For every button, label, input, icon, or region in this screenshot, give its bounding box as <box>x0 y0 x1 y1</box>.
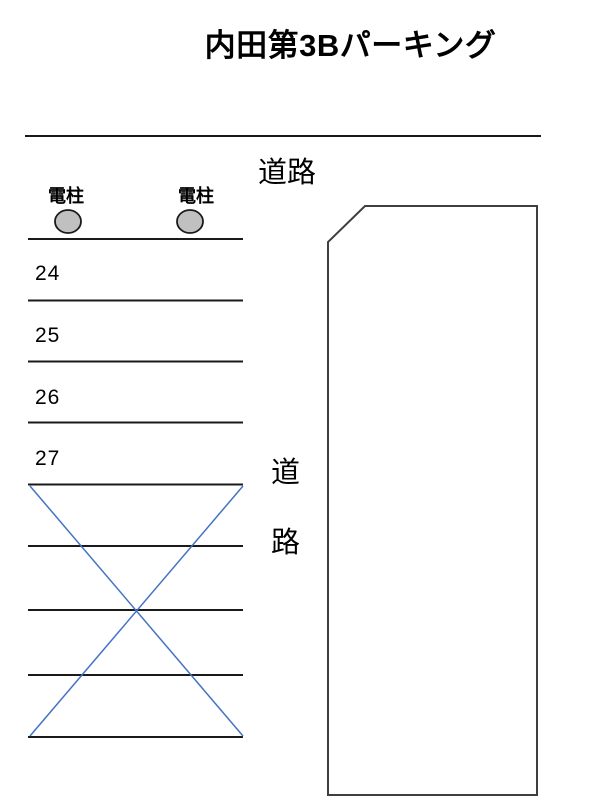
road-side-char: 路 <box>271 527 301 559</box>
utility-pole-icon <box>54 209 82 234</box>
stall-lines-group <box>28 238 243 738</box>
road-label-side: 道 路 <box>271 458 300 558</box>
utility-pole-icon <box>176 209 204 234</box>
stall-number: 27 <box>35 447 61 470</box>
cross-out-line <box>29 485 244 737</box>
stall-number: 26 <box>35 386 61 409</box>
adjacent-structure-outline <box>327 205 538 796</box>
utility-pole-label: 電柱 <box>48 186 84 206</box>
road-label-top: 道路 <box>258 157 317 189</box>
page-title: 内田第3Bパーキング <box>204 28 497 63</box>
road-side-char: 道 <box>271 457 301 489</box>
utility-pole-label: 電柱 <box>178 186 214 206</box>
stall-number: 25 <box>35 324 61 347</box>
stall-number: 24 <box>35 262 61 285</box>
cross-out-x-icon <box>29 485 244 737</box>
